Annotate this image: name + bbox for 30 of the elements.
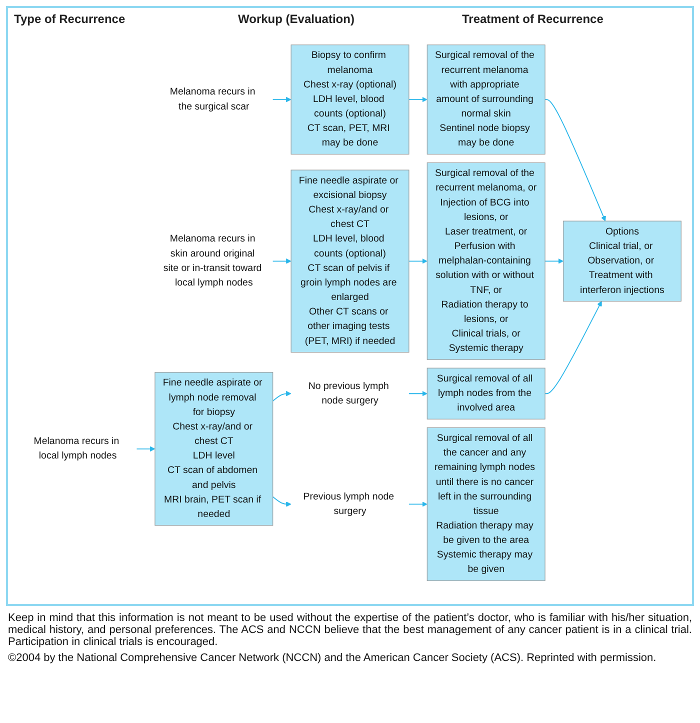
column-heading: Type of Recurrence [14,12,126,26]
arrow [272,258,292,264]
node-text: Melanoma recurs in skin around original site or in-transit toward local lymph nodes [163,234,262,288]
node-box: Surgical removal of the recurrent melanoma with appropriate amount of surrounding normal skin Sentinel node biopsy may be done [426,44,546,155]
arrow [544,258,564,264]
node-box: Options Clinical trial, or Observation, or Treatment with interferon injections [562,220,682,302]
arrow [408,502,428,508]
arrow [408,97,428,102]
column-heading: Treatment of Recurrence [462,12,604,26]
copyright-note: ©2004 by the National Comprehensive Cancer Network (NCCN) and the American Cancer Society (ACS). Reprinted with permission. [8,652,658,664]
node-box: Fine needle aspirate or excisional biopsy Chest x-ray/and or chest CT LDH level, blood counts (optional) CT scan of pelvis if groin lymph nodes are enlarged Other CT scans or other imaging tests (PET, MRI) if needed [290,170,410,353]
node-box: Surgical removal of all lymph nodes from the involved area [426,368,546,420]
arrow [544,301,602,394]
node-text: No previous lymph node surgery [308,381,389,406]
disclaimer-note: Keep in mind that this information is not meant to be used without the expertise of the patient’s doctor, who is familiar with his/her situation, medical history, and personal preferences. The ACS and NCCN believe that the best management of any cancer patient is in a clinical trial. Participation in clinical trials is encouraged. [8,612,692,648]
node-box: Surgical removal of all the cancer and any remaining lymph nodes until there is no cancer left in the surrounding tissue Radiation therapy may be given to the area Systemic therapy may be given [426,428,546,582]
arrow [544,99,606,222]
arrow [408,258,428,264]
column-heading: Workup (Evaluation) [238,12,356,26]
arrow [136,446,156,452]
node-box: Fine needle aspirate or lymph node removal for biopsy Chest x-ray/and or chest CT LDH level CT scan of abdomen and pelvis MRI brain, PET scan if needed [154,372,274,526]
arrow [272,97,292,102]
arrow [272,496,292,508]
node-text: Melanoma recurs in local lymph nodes [34,436,120,462]
node-text: Previous lymph node surgery [303,492,394,517]
node-box: Surgical removal of the recurrent melanoma, or Injection of BCG into lesions, or Laser treatment, or Perfusion with melphalan-containing solution with or without TNF, or Radiation therapy to lesions, or Clinical trials, or Systemic therapy [426,162,546,360]
arrow [408,391,428,396]
arrow [272,391,292,402]
node-text: Melanoma recurs in the surgical scar [170,86,256,112]
node-box: Biopsy to confirm melanoma Chest x-ray (optional) LDH level, blood counts (optional) CT scan, PET, MRI may be done [290,44,410,155]
